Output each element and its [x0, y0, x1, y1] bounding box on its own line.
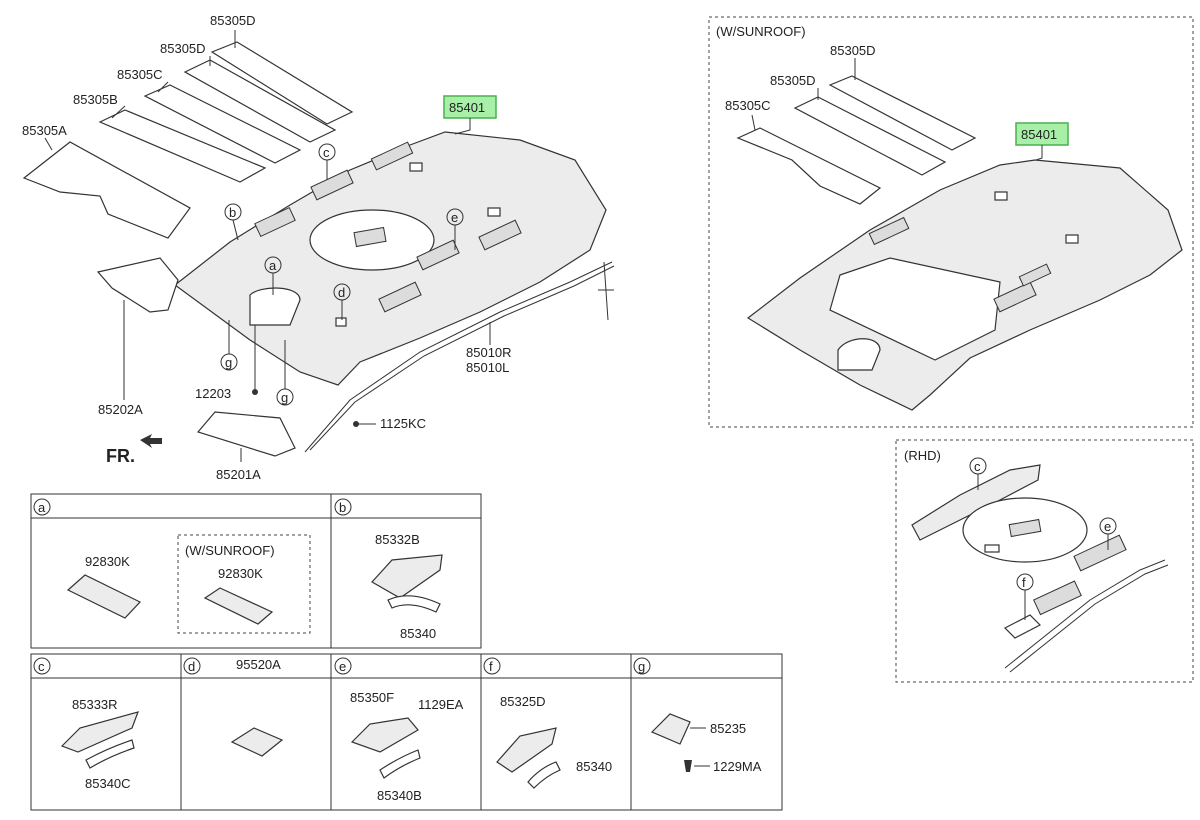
- label-headliner-main: 85401: [449, 100, 485, 115]
- sr-label-headliner: 85401: [1021, 127, 1057, 142]
- label-85305d-top: 85305D: [210, 13, 256, 28]
- cell-b-part2: 85340: [400, 626, 436, 641]
- callout-a: a: [269, 258, 277, 273]
- cell-a-letter: a: [38, 500, 46, 515]
- callout-e: e: [451, 210, 458, 225]
- cell-e-bracket[interactable]: [350, 717, 419, 753]
- cell-e-part2: 1129EA: [418, 697, 464, 712]
- sunroof-title: (W/SUNROOF): [716, 24, 806, 39]
- rhd-variant: (RHD) c e f: [895, 439, 1194, 683]
- callout-g1: g: [225, 355, 232, 370]
- label-85305c: 85305C: [117, 67, 163, 82]
- rhd-callout-e: e: [1104, 519, 1111, 534]
- cell-d-letter: d: [188, 659, 195, 674]
- front-arrow-icon: [140, 434, 162, 448]
- callout-c: c: [323, 145, 330, 160]
- cell-e-part1: 85350F: [350, 690, 394, 705]
- label-1125kc: 1125KC: [380, 416, 426, 431]
- pad-85305a[interactable]: [22, 141, 191, 239]
- cell-c-letter: c: [38, 659, 45, 674]
- rhd-callout-c: c: [974, 459, 981, 474]
- cell-c-handle[interactable]: [85, 739, 135, 769]
- cell-d-lamp[interactable]: [230, 727, 284, 757]
- label-85305d-2: 85305D: [160, 41, 206, 56]
- main-assembly: c b a d e g g 85305D 85305D 85305C 85305…: [22, 13, 615, 482]
- label-12203: 12203: [195, 386, 231, 401]
- cell-g-part1: 85235: [710, 721, 746, 736]
- cell-a-bracket[interactable]: [66, 574, 141, 619]
- side-trim-rail[interactable]: [304, 261, 613, 453]
- cell-f-bracket[interactable]: [496, 727, 557, 773]
- label-85010r: 85010R: [466, 345, 512, 360]
- label-85202a: 85202A: [98, 402, 143, 417]
- sr-label-85305d-top: 85305D: [830, 43, 876, 58]
- cell-f-handle[interactable]: [527, 761, 561, 789]
- cell-a-part: 92830K: [85, 554, 130, 569]
- sr-pad-85305d-top[interactable]: [828, 75, 977, 151]
- cell-d-part: 95520A: [236, 657, 281, 672]
- rhd-callout-f: f: [1022, 575, 1026, 590]
- front-label: FR.: [106, 446, 135, 466]
- cell-g-letter: g: [638, 659, 645, 674]
- rhd-title: (RHD): [904, 448, 941, 463]
- cell-c-bracket[interactable]: [60, 711, 139, 753]
- cell-c-part1: 85333R: [72, 697, 118, 712]
- callout-b: b: [229, 205, 236, 220]
- cell-f-part1: 85325D: [500, 694, 546, 709]
- cell-g-part2: 1229MA: [713, 759, 762, 774]
- cell-b-bracket[interactable]: [371, 554, 443, 599]
- main-callouts: [220, 143, 464, 406]
- label-85305b: 85305B: [73, 92, 118, 107]
- map-lamp-recess: [249, 287, 301, 326]
- cell-b-part1: 85332B: [375, 532, 420, 547]
- cell-a-sub-part: 92830K: [218, 566, 263, 581]
- callout-g2: g: [281, 390, 288, 405]
- cell-g-bracket[interactable]: [650, 713, 691, 745]
- pad-85305d-2[interactable]: [183, 59, 337, 143]
- callout-d: d: [338, 285, 345, 300]
- cell-g-screw-icon: [684, 760, 692, 772]
- cell-c-part2: 85340C: [85, 776, 131, 791]
- cell-e-part3: 85340B: [377, 788, 422, 803]
- sr-pad-85305c[interactable]: [736, 127, 882, 205]
- sr-pad-85305d-2[interactable]: [793, 96, 947, 176]
- sr-label-85305d-2: 85305D: [770, 73, 816, 88]
- cell-a-sub-title: (W/SUNROOF): [185, 543, 275, 558]
- sunroof-variant: (W/SUNROOF) 85305D 85305D 85305C 85401: [708, 16, 1194, 428]
- parts-table: a b c d e f g 92830K (W/SUNROOF) 92830K …: [30, 493, 783, 811]
- cell-b-letter: b: [339, 500, 346, 515]
- pad-85305d-top[interactable]: [210, 41, 354, 125]
- label-85305a: 85305A: [22, 123, 67, 138]
- sunvisor-rear[interactable]: [96, 257, 179, 313]
- vents: [254, 141, 522, 313]
- cell-a-sub-bracket[interactable]: [203, 587, 274, 625]
- cell-b-handle[interactable]: [387, 595, 441, 613]
- sunroof-opening: [829, 257, 1001, 361]
- cell-e-handle[interactable]: [379, 749, 421, 779]
- label-85010l: 85010L: [466, 360, 509, 375]
- cell-e-letter: e: [339, 659, 346, 674]
- sunvisor-front[interactable]: [196, 411, 296, 457]
- label-85201a: 85201A: [216, 467, 261, 482]
- cell-f-part2: 85340: [576, 759, 612, 774]
- cell-f-letter: f: [489, 659, 493, 674]
- sr-label-85305c: 85305C: [725, 98, 771, 113]
